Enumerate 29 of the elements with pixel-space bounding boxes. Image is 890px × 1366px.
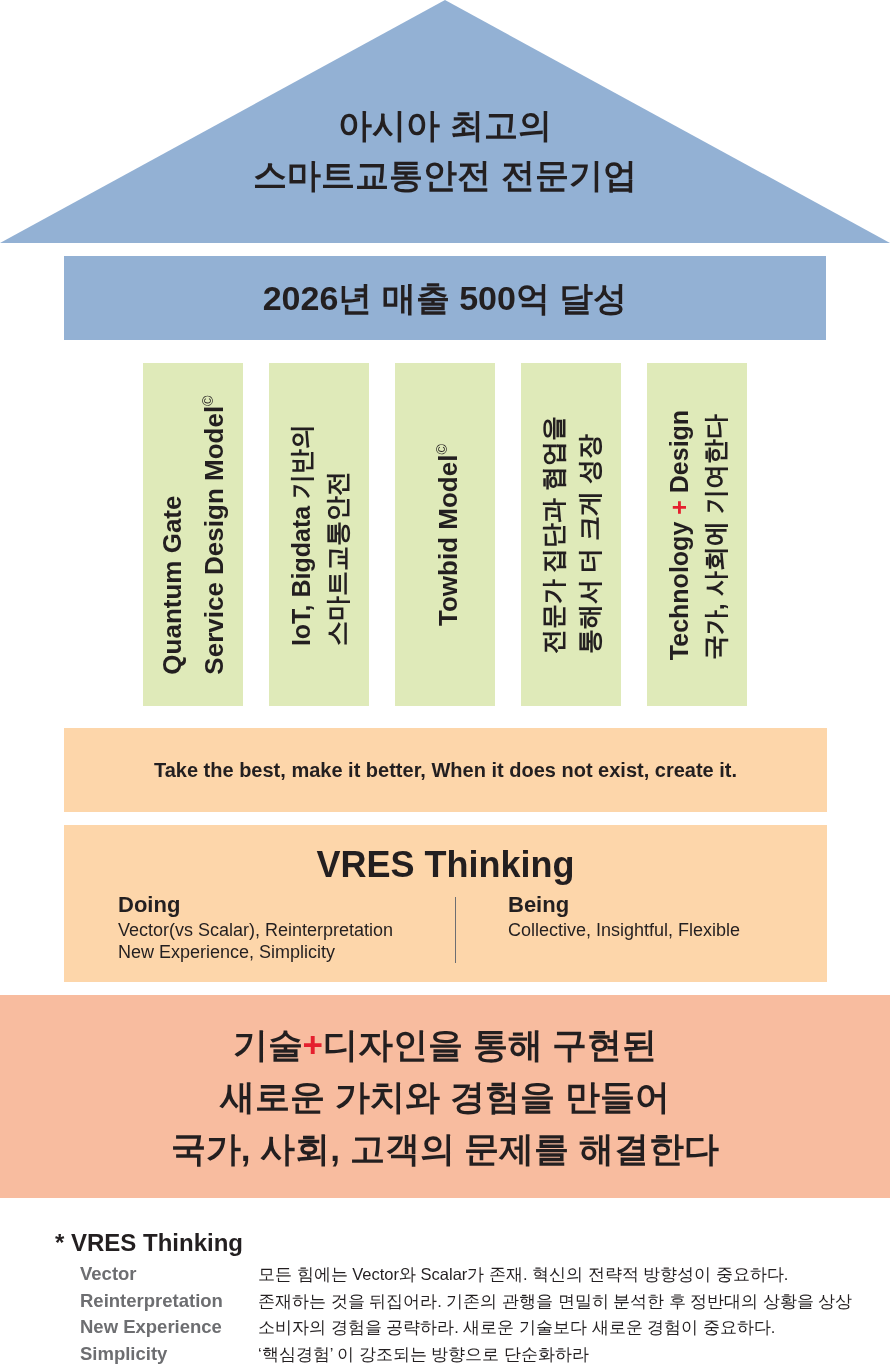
term-description: 소비자의 경험을 공략하라. 새로운 기술보다 새로운 경험이 중요하다. — [258, 1317, 776, 1338]
term-label: Reinterpretation — [80, 1288, 223, 1313]
column-heading: Being — [508, 891, 570, 919]
column-text: Collective, Insightful, Flexible — [508, 919, 741, 941]
vres-panel — [64, 825, 827, 982]
banner-text: 2026년 매출 500억 달성 — [262, 278, 628, 318]
term-description: 모든 힘에는 Vector와 Scalar가 존재. 혁신의 전략적 방향성이 중요하다. — [258, 1264, 789, 1285]
pillar-block — [647, 363, 747, 706]
term-label: Vector — [80, 1262, 137, 1286]
column-heading: Doing — [118, 891, 181, 919]
motto-banner — [64, 728, 827, 812]
term-description: 존재하는 것을 뒤집어라. 기존의 관행을 면밀히 분석한 후 정반대의 상황을 상상 — [258, 1290, 853, 1312]
term-description: ‘핵심경험’ 이 강조되는 방향으로 단순화하라 — [258, 1343, 590, 1365]
panel-title: VRES Thinking — [316, 843, 575, 887]
mission-banner — [0, 995, 890, 1198]
pillar-block — [143, 363, 243, 706]
column-text: Vector(vs Scalar), Reinterpretation New Experience, Simplicity — [118, 919, 394, 963]
motto-text: Take the best, make it better, When it does not exist, create it. — [153, 758, 738, 783]
pillar-block — [269, 363, 369, 706]
note-heading: * VRES Thinking — [55, 1228, 243, 1258]
mission-text: 기술+디자인을 통해 구현된 새로운 가치와 경험을 만들어 국가, 사회, 고객의 문제를 해결한다 — [170, 1023, 720, 1170]
pillar-block — [521, 363, 621, 706]
term-label: Simplicity — [80, 1341, 168, 1366]
pillar-text: IoT, Bigdata 기반의 스마트교통안전 — [286, 423, 352, 646]
roof-title: 아시아 최고의 스마트교통안전 전문기업 — [253, 105, 637, 196]
goal-banner — [64, 256, 826, 340]
term-label: New Experience — [80, 1315, 222, 1339]
pillar-block — [395, 363, 495, 706]
pillar-text: 전문가 집단과 협업을 통해서 더 크게 성장 — [538, 415, 604, 654]
